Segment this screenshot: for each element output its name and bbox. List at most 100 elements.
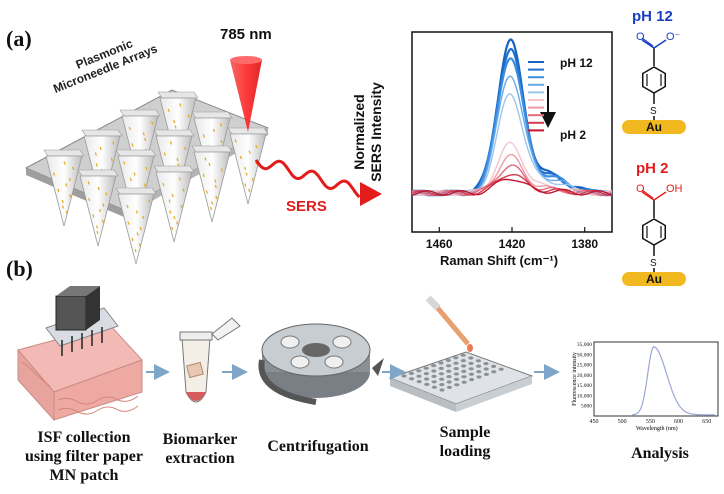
- fluor-x-tick-label: 500: [618, 419, 627, 425]
- oxygen-atom-label: O: [636, 31, 645, 43]
- well: [446, 385, 452, 389]
- fluor-y-tick-label: 15,000: [577, 383, 592, 389]
- well: [453, 361, 459, 365]
- sers-series-line: [411, 178, 613, 196]
- carboxyl-group-label: O⁻: [666, 31, 681, 43]
- sers-label: SERS: [286, 198, 327, 215]
- carboxyl-group-label: OH: [666, 183, 683, 195]
- bond: [641, 37, 654, 47]
- microneedle: [115, 187, 157, 265]
- sers-series-line: [411, 164, 613, 196]
- fluor-y-tick-label: 5000: [581, 404, 592, 410]
- sulfur-atom-label: S: [650, 258, 657, 269]
- step-4-line1: Sample: [439, 424, 491, 441]
- bond: [641, 189, 654, 199]
- well: [454, 383, 460, 387]
- sers-y-axis-label: Normalized SERS Intensity: [351, 32, 385, 232]
- well: [476, 364, 482, 368]
- fluor-y-tick-label: 10,000: [577, 393, 592, 399]
- step-1-line2: using filter paper: [25, 448, 143, 465]
- eppendorf-tube: [179, 317, 241, 403]
- bond: [641, 191, 655, 201]
- gold-surface: [622, 272, 686, 286]
- fluor-x-tick-label: 550: [646, 419, 655, 425]
- well: [409, 377, 415, 381]
- step-biomarker-label: Biomarker extraction: [150, 430, 250, 468]
- well: [468, 372, 474, 376]
- fluor-x-axis-label: Wavelength (nm): [636, 426, 678, 432]
- well: [423, 372, 429, 376]
- microneedle-array: [24, 89, 270, 265]
- well: [468, 367, 474, 371]
- well: [439, 377, 445, 381]
- step-4-line2: loading: [439, 443, 491, 460]
- well: [431, 364, 437, 368]
- fluor-x-tick-label: 650: [702, 419, 711, 425]
- well: [446, 369, 452, 373]
- well: [446, 364, 452, 368]
- step-5-line1: Analysis: [631, 445, 689, 462]
- step-2-line2: extraction: [165, 450, 235, 467]
- microneedle: [153, 165, 195, 243]
- microneedle: [191, 145, 233, 223]
- well: [454, 377, 460, 381]
- laser-beam: [230, 56, 262, 132]
- well: [468, 356, 474, 360]
- well: [453, 367, 459, 371]
- panel-a-label: (a): [6, 26, 32, 51]
- well: [438, 366, 444, 370]
- well: [438, 361, 444, 365]
- well: [483, 367, 489, 371]
- sers-x-tick-label: 1380: [571, 237, 598, 251]
- well: [416, 374, 422, 378]
- well: [438, 372, 444, 376]
- bond: [653, 191, 667, 201]
- well: [431, 385, 437, 389]
- well: [461, 380, 467, 384]
- panel-b-label: (b): [6, 256, 33, 281]
- well: [408, 371, 414, 375]
- sers-y-axis-label-line1: Normalized: [351, 94, 367, 170]
- well: [446, 380, 452, 384]
- well: [424, 382, 430, 386]
- well: [475, 359, 481, 363]
- well: [439, 388, 445, 392]
- well: [446, 375, 452, 379]
- well: [483, 362, 489, 366]
- well: [476, 370, 482, 374]
- step-1-line1: ISF collection: [37, 429, 131, 446]
- sers-y-axis-label-line2: SERS Intensity: [368, 82, 384, 182]
- well: [461, 364, 467, 368]
- well: [491, 370, 497, 374]
- molecule-ph12-label: pH 12: [632, 8, 673, 25]
- laser-wavelength-label: 785 nm: [220, 26, 272, 43]
- well: [498, 367, 504, 371]
- sers-x-tick-label: 1460: [426, 237, 453, 251]
- well: [453, 356, 459, 360]
- well: [491, 364, 497, 368]
- sers-wave-arrow: [254, 159, 382, 206]
- well: [431, 380, 437, 384]
- microneedle: [77, 169, 119, 247]
- well: [424, 377, 430, 381]
- fluor-y-tick-label: 25,000: [577, 363, 592, 369]
- well: [460, 353, 466, 357]
- step-3-line1: Centrifugation: [267, 438, 369, 455]
- well: [476, 375, 482, 379]
- well: [468, 361, 474, 365]
- fluor-chart-frame: [593, 341, 719, 417]
- gold-surface-label: Au: [646, 120, 662, 134]
- well: [445, 358, 451, 362]
- fluor-y-tick-label: 20,000: [577, 373, 592, 379]
- pipette: [434, 304, 470, 346]
- well: [423, 366, 429, 370]
- gold-surface-label: Au: [646, 272, 662, 286]
- fluor-y-axis-label: Fluorescence intensity: [572, 352, 578, 406]
- fluor-y-tick-label: 35,000: [577, 342, 592, 348]
- legend-top-label: pH 12: [560, 56, 593, 70]
- step-1-line3: MN patch: [49, 467, 119, 484]
